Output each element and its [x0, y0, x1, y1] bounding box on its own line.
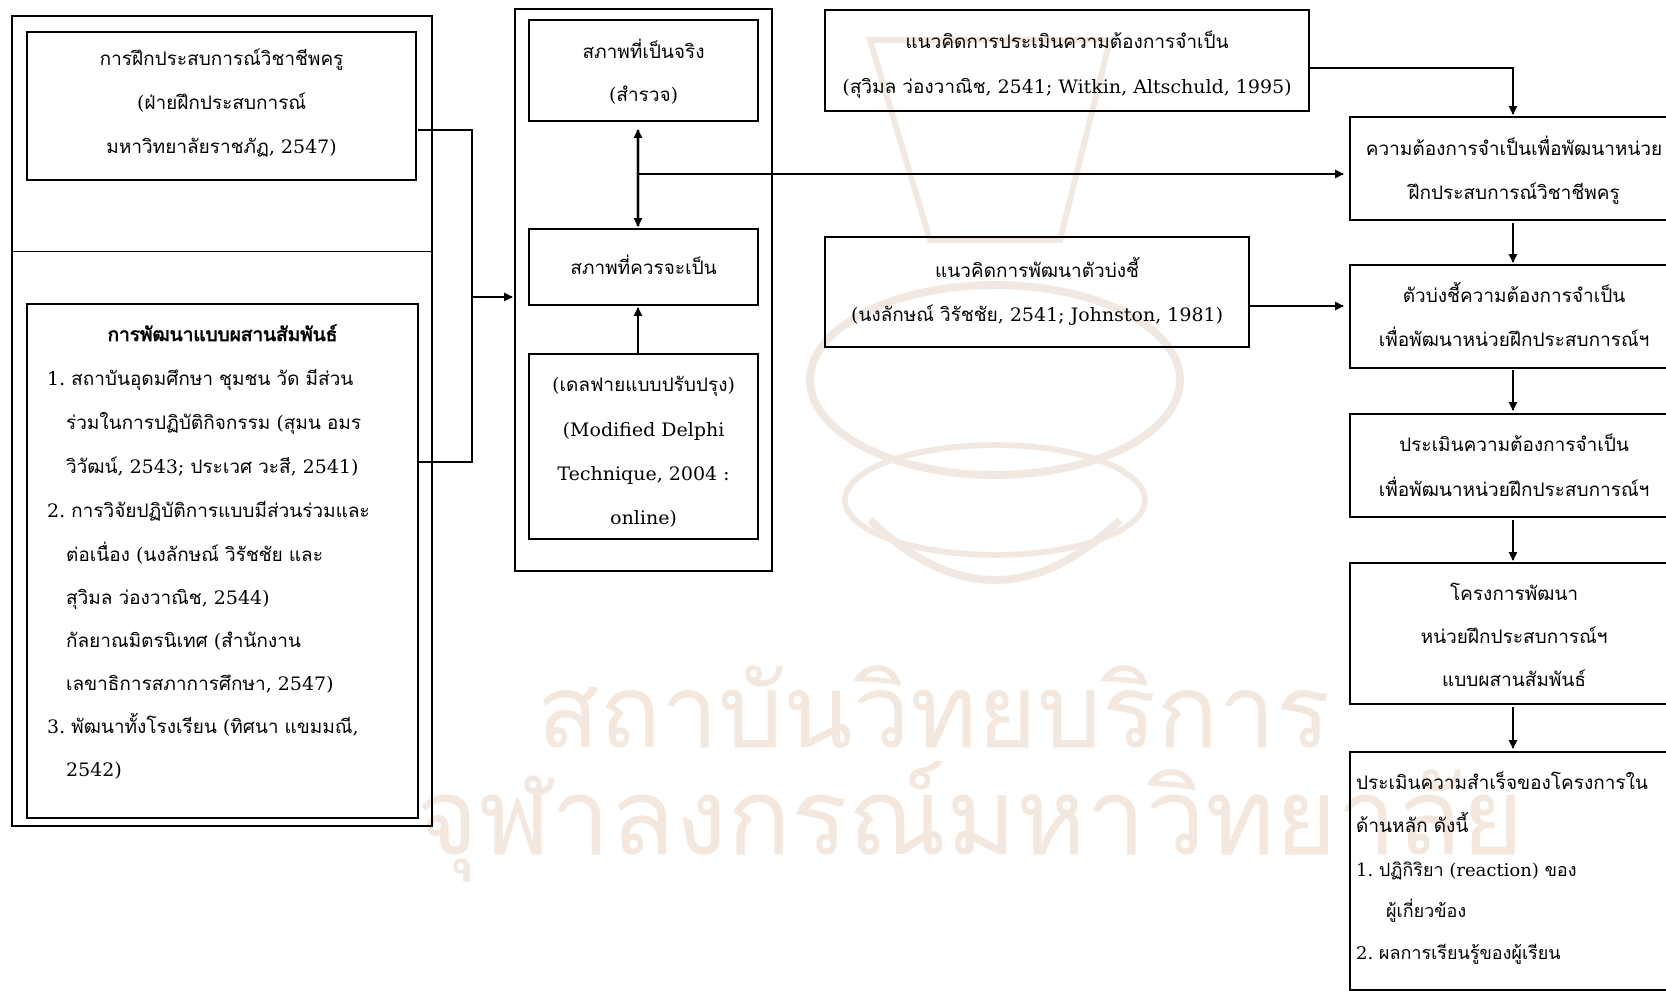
integrated-line-10: 2542)	[66, 759, 122, 781]
indicator-concept-line-1: แนวคิดการพัฒนาตัวบ่งชี้	[935, 260, 1139, 282]
integrated-line-3: วิวัฒน์, 2543; ประเวศ วะสี, 2541)	[66, 456, 359, 478]
needs-assessment-concept-line-2: (สุวิมล ว่องวาณิช, 2541; Witkin, Altschu…	[842, 76, 1292, 98]
delphi-line-1: (เดลฟายแบบปรับปรุง)	[552, 374, 735, 396]
modified-delphi-box	[528, 353, 759, 540]
integrated-line-9: 3. พัฒนาทั้งโรงเรียน (ทิศนา แขมมณี,	[47, 716, 359, 738]
evaluation-item-1: 1. ปฏิกิริยา (reaction) ของ	[1356, 860, 1577, 881]
watermark-line-2: จุฬาลงกรณ์มหาวิทยาลัย	[416, 756, 1524, 879]
actual-state-box	[528, 19, 759, 122]
needs-assessment-box	[1349, 413, 1666, 518]
integrated-line-2: ร่วมในการปฏิบัติกิจกรรม (สุมน อมร	[66, 412, 362, 434]
teacher-practicum-line-1: การฝึกประสบการณ์วิชาชีพครู	[99, 48, 344, 70]
integrated-line-8: เลขาธิการสภาการศึกษา, 2547)	[66, 673, 334, 695]
actual-state-line-2: (สำรวจ)	[608, 84, 679, 106]
project-line-1: โครงการพัฒนา	[1449, 583, 1579, 605]
evaluation-line-2: ด้านหลัก ดังนี้	[1356, 815, 1469, 837]
needs-assessment-line-1: ประเมินความต้องการจำเป็น	[1399, 434, 1629, 456]
needs-assessment-concept-box	[824, 9, 1310, 112]
delphi-line-3: Technique, 2004 :	[557, 463, 730, 485]
integrated-line-5: ต่อเนื่อง (นงลักษณ์ วิรัชชัย และ	[66, 544, 323, 566]
teacher-practicum-box	[26, 31, 417, 181]
indicator-concept-line-2: (นงลักษณ์ วิรัชชัย, 2541; Johnston, 1981…	[850, 304, 1224, 326]
evaluation-line-1: ประเมินความสำเร็จของโครงการใน	[1356, 772, 1648, 794]
integrated-line-1: 1. สถาบันอุดมศึกษา ชุมชน วัด มีส่วน	[47, 368, 354, 390]
evaluation-item-2: 2. ผลการเรียนรู้ของผู้เรียน	[1356, 943, 1561, 964]
watermark-line-1: สถาบันวิทยบริการ	[537, 653, 1331, 772]
desired-state-box	[528, 228, 759, 306]
project-line-2: หน่วยฝึกประสบการณ์ฯ	[1420, 626, 1608, 648]
needs-box	[1349, 116, 1666, 221]
evaluation-item-1-cont: ผู้เกี่ยวข้อง	[1386, 901, 1467, 922]
desired-state-label: สภาพที่ควรจะเป็น	[570, 257, 717, 279]
integrated-line-7: กัลยาณมิตรนิเทศ (สำนักงาน	[66, 630, 301, 652]
needs-assessment-concept-line-1: แนวคิดการประเมินความต้องการจำเป็น	[905, 31, 1229, 53]
integrated-development-title: การพัฒนาแบบผสานสัมพันธ์	[107, 324, 338, 346]
delphi-line-4: online)	[610, 507, 677, 529]
indicators-line-2: เพื่อพัฒนาหน่วยฝึกประสบการณ์ฯ	[1378, 329, 1650, 351]
development-project-box	[1349, 562, 1666, 705]
indicators-box	[1349, 264, 1666, 369]
delphi-line-2: (Modified Delphi	[562, 419, 725, 441]
integrated-line-4: 2. การวิจัยปฏิบัติการแบบมีส่วนร่วมและ	[47, 500, 370, 522]
integrated-line-6: สุวิมล ว่องวาณิช, 2544)	[66, 587, 270, 609]
needs-assessment-line-2: เพื่อพัฒนาหน่วยฝึกประสบการณ์ฯ	[1378, 479, 1650, 501]
indicator-development-concept-box	[824, 236, 1250, 348]
integrated-development-box	[26, 303, 419, 819]
middle-panel	[514, 8, 773, 572]
indicators-line-1: ตัวบ่งชี้ความต้องการจำเป็น	[1402, 285, 1626, 307]
project-line-3: แบบผสานสัมพันธ์	[1442, 669, 1586, 691]
left-panel-divider	[11, 251, 433, 253]
needs-line-2: ฝึกประสบการณ์วิชาชีพครู	[1408, 182, 1620, 204]
actual-state-line-1: สภาพที่เป็นจริง	[582, 41, 705, 63]
left-panel	[11, 15, 433, 827]
teacher-practicum-line-3: มหาวิทยาลัยราชภัฏ, 2547)	[106, 136, 337, 158]
teacher-practicum-line-2: (ฝ่ายฝึกประสบการณ์	[136, 92, 307, 114]
needs-line-1: ความต้องการจำเป็นเพื่อพัฒนาหน่วย	[1365, 138, 1663, 160]
